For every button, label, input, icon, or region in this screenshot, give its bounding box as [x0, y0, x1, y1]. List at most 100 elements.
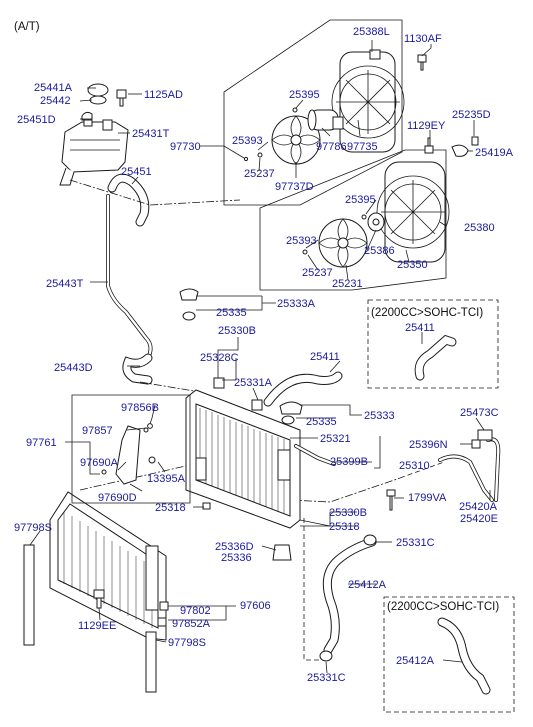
- sohc-box-lower-title: (2200CC>SOHC-TCI): [387, 601, 499, 613]
- label-1130AF: 1130AF: [404, 33, 442, 45]
- label-25443T: 25443T: [46, 278, 84, 290]
- fan-motor-2: [367, 212, 385, 232]
- label-25386: 25386: [364, 245, 395, 257]
- valve-97802: [159, 601, 169, 611]
- guide-hose: [139, 381, 201, 393]
- cap-25328C: [213, 377, 225, 389]
- label-25333A: 25333A: [277, 298, 316, 310]
- clamp-25331Ca: [363, 534, 377, 546]
- label-25231: 25231: [332, 278, 363, 290]
- bolt-1129EY: [424, 137, 434, 154]
- bracket-group-box: [71, 394, 191, 504]
- label-25336D: 25336D: [215, 541, 254, 553]
- cap-97856B: [143, 427, 149, 433]
- clamp-25331A: [251, 399, 263, 411]
- nut-25237a: [257, 152, 263, 158]
- seal-25335a: [182, 311, 196, 321]
- label-25395a: 25395: [289, 89, 320, 101]
- guide-lower: [289, 477, 401, 503]
- label-97802: 97802: [180, 605, 211, 617]
- label-25310: 25310: [399, 460, 430, 472]
- label-25443D: 25443D: [54, 362, 93, 374]
- label-97761: 97761: [26, 437, 57, 449]
- sohc-box-upper: (2200CC>SOHC-TCI): [367, 299, 499, 389]
- seal-97798Sa: [23, 544, 35, 646]
- label-25350: 25350: [397, 259, 428, 271]
- label-25442: 25442: [40, 95, 71, 107]
- label-97798Sb: 97798S: [168, 637, 206, 649]
- label-25420E: 25420E: [460, 513, 498, 525]
- label-25451D: 25451D: [17, 114, 56, 126]
- label-97690Aa: 97690A: [80, 457, 119, 469]
- label-25330Ba: 25330B: [218, 325, 256, 337]
- radiator: [185, 389, 301, 529]
- bolt-25235D: [471, 136, 479, 146]
- label-25399B: 25399B: [330, 456, 368, 468]
- bolt-97857: [147, 423, 153, 429]
- label-25388L: 25388L: [353, 26, 390, 38]
- sohc-box-lower: (2200CC>SOHC-TCI): [383, 596, 515, 713]
- label-25237a: 25237: [244, 168, 275, 180]
- clip-25395a: [292, 107, 298, 113]
- nut-25237b: [302, 249, 308, 255]
- label-97857: 97857: [82, 425, 113, 437]
- fan-group-2-box: [259, 149, 447, 291]
- fan-group-1-box: [223, 19, 403, 206]
- label-25333: 25333: [364, 410, 395, 422]
- leader-lines: [29, 40, 491, 674]
- label-97735: 97735: [347, 141, 378, 153]
- label-25395b: 25395: [345, 194, 376, 206]
- label-1129EE: 1129EE: [78, 620, 116, 632]
- label-1799VA: 1799VA: [408, 492, 447, 504]
- bolt-1799VA: [386, 489, 396, 511]
- label-1129EY: 1129EY: [407, 120, 446, 132]
- bolt-25318a: [202, 502, 211, 510]
- label-25237b: 25237: [302, 267, 333, 279]
- label-25431T: 25431T: [132, 128, 170, 140]
- label-97690D: 97690D: [98, 492, 137, 504]
- pipe-25420A: [438, 454, 494, 502]
- clip-25419A: [451, 144, 469, 157]
- label-25335b: 25335: [306, 416, 337, 428]
- label-25318b: 25318: [329, 521, 360, 533]
- label-25473C: 25473C: [460, 407, 499, 419]
- bolt-13395A: [148, 456, 156, 464]
- label-25331Cb: 25331C: [307, 672, 346, 684]
- label-25321: 25321: [320, 433, 351, 445]
- label-25336: 25336: [221, 552, 252, 564]
- label-97852A: 97852A: [172, 618, 211, 630]
- label-25411box: 25411: [405, 322, 435, 334]
- label-25412Abox: 25412A: [396, 655, 435, 667]
- guide-tank: [69, 179, 241, 206]
- seal-97798Sb: [145, 631, 157, 693]
- label-25328C: 25328C: [200, 352, 239, 364]
- bolt-1130AF: [417, 54, 427, 71]
- label-25419A: 25419A: [475, 147, 514, 159]
- sohc-box-upper-title: (2200CC>SOHC-TCI): [371, 307, 483, 319]
- label-25396N: 25396N: [409, 439, 448, 451]
- condenser: [49, 491, 167, 641]
- mount-25333: [279, 401, 303, 415]
- label-97606: 97606: [240, 600, 271, 612]
- clip-25396N: [471, 439, 481, 449]
- label-97798Sa: 97798S: [14, 522, 52, 534]
- label-25393b: 25393: [286, 235, 317, 247]
- label-1125AD: 1125AD: [144, 89, 183, 101]
- fan-blade-1: [271, 115, 321, 165]
- label-25420A: 25420A: [459, 501, 498, 513]
- fan-shroud-1: [331, 49, 405, 153]
- cap-97690A: [101, 469, 107, 475]
- fan-motor-1: [307, 109, 344, 131]
- hose-25473C: [477, 429, 493, 441]
- label-97786: 97786: [316, 141, 347, 153]
- label-97737D: 97737D: [275, 181, 314, 193]
- bracket-97761: [115, 425, 141, 485]
- fan-shroud-2: [376, 161, 450, 263]
- label-25235D: 25235D: [452, 109, 491, 121]
- seal-25335b: [281, 415, 295, 425]
- label-25451: 25451: [121, 166, 152, 178]
- cap-25333A: [179, 288, 199, 301]
- label-97856B: 97856B: [121, 402, 159, 414]
- plug-25336: [272, 544, 292, 561]
